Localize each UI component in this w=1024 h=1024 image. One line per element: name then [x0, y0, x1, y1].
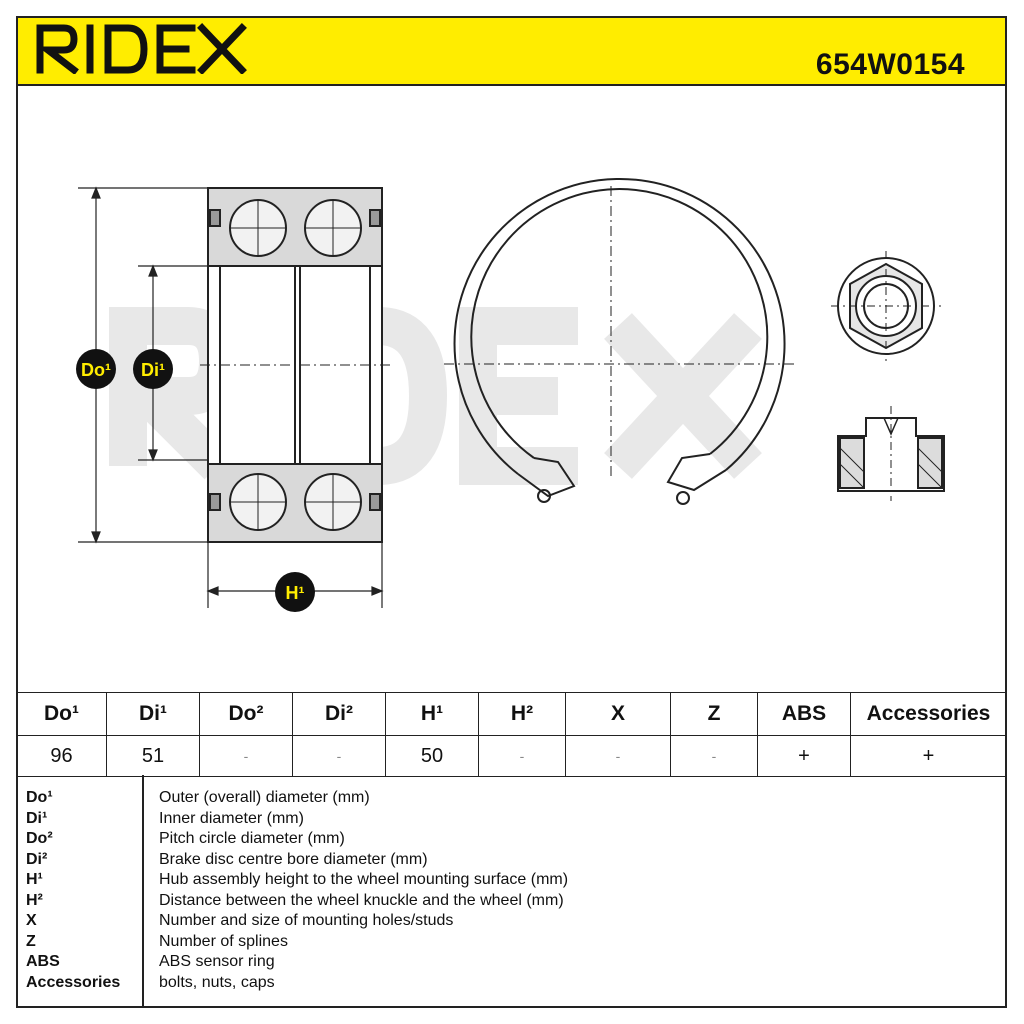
- value-accessories: +: [850, 735, 1007, 777]
- legend-key: Do²: [26, 830, 53, 847]
- legend-key: Di²: [26, 850, 48, 868]
- legend-key: Z: [26, 932, 36, 950]
- col-do1: Do¹: [16, 692, 107, 736]
- legend-desc: Hub assembly height to the wheel mountin…: [159, 871, 569, 888]
- legend-item: ABS ABS sensor ring: [16, 953, 1007, 974]
- legend: Do¹ Outer (overall) diameter (mm) Di¹ In…: [16, 775, 1007, 1008]
- legend-desc: Pitch circle diameter (mm): [159, 830, 345, 847]
- value-h1: 50: [385, 735, 479, 777]
- legend-desc: ABS sensor ring: [159, 953, 275, 970]
- legend-desc: Inner diameter (mm): [159, 809, 304, 827]
- di1-badge: Di¹: [133, 349, 173, 389]
- svg-text:Do¹: Do¹: [81, 360, 111, 380]
- part-number: 654W0154: [815, 48, 965, 81]
- legend-desc: Number and size of mounting holes/studs: [159, 912, 454, 929]
- col-x: X: [565, 692, 671, 736]
- legend-desc: Number of splines: [159, 932, 288, 950]
- legend-item: Z Number of splines: [16, 933, 1007, 954]
- col-abs: ABS: [757, 692, 851, 736]
- legend-divider: [142, 775, 144, 1008]
- legend-desc: Outer (overall) diameter (mm): [159, 789, 370, 806]
- col-z: Z: [670, 692, 758, 736]
- circlip: [444, 177, 796, 505]
- bearing-section: [200, 187, 390, 543]
- value-h2: -: [478, 735, 566, 777]
- spec-value-row: 96 51 - - 50 - - - + +: [16, 735, 1007, 777]
- legend-key: ABS: [26, 953, 60, 970]
- value-do2: -: [199, 735, 293, 777]
- value-x: -: [565, 735, 671, 777]
- legend-item: X Number and size of mounting holes/stud…: [16, 912, 1007, 933]
- value-abs: +: [757, 735, 851, 777]
- legend-desc: bolts, nuts, caps: [159, 973, 275, 991]
- ridex-logo: [36, 23, 247, 74]
- value-di2: -: [292, 735, 386, 777]
- spec-header-row: Do¹ Di¹ Do² Di² H¹ H² X Z ABS Accessorie…: [16, 692, 1007, 736]
- legend-desc: Distance between the wheel knuckle and t…: [159, 891, 564, 909]
- legend-item: Di² Brake disc centre bore diameter (mm): [16, 851, 1007, 872]
- col-do2: Do²: [199, 692, 293, 736]
- value-z: -: [670, 735, 758, 777]
- legend-key: H¹: [26, 871, 43, 888]
- nut-top-view: [831, 251, 941, 361]
- legend-item: H² Distance between the wheel knuckle an…: [16, 892, 1007, 913]
- do1-badge: Do¹: [76, 349, 116, 389]
- legend-item: Di¹ Inner diameter (mm): [16, 810, 1007, 831]
- spec-table: Do¹ Di¹ Do² Di² H¹ H² X Z ABS Accessorie…: [16, 692, 1007, 777]
- h1-badge: H¹: [275, 572, 315, 612]
- value-di1: 51: [106, 735, 200, 777]
- legend-key: X: [26, 912, 37, 929]
- svg-text:H¹: H¹: [286, 583, 305, 603]
- legend-key: H²: [26, 891, 43, 909]
- svg-text:Di¹: Di¹: [141, 360, 165, 380]
- legend-desc: Brake disc centre bore diameter (mm): [159, 850, 428, 868]
- legend-item: Do² Pitch circle diameter (mm): [16, 830, 1007, 851]
- legend-key: Di¹: [26, 809, 48, 827]
- legend-key: Do¹: [26, 789, 53, 806]
- technical-drawing: Do¹ Di¹ H¹: [76, 177, 945, 612]
- col-di1: Di¹: [106, 692, 200, 736]
- legend-key: Accessories: [26, 973, 121, 991]
- col-h2: H²: [478, 692, 566, 736]
- legend-item: Do¹ Outer (overall) diameter (mm): [16, 789, 1007, 810]
- value-do1: 96: [16, 735, 107, 777]
- nut-side-view: [837, 406, 945, 501]
- legend-item: Accessories bolts, nuts, caps: [16, 974, 1007, 995]
- col-accessories: Accessories: [850, 692, 1007, 736]
- col-di2: Di²: [292, 692, 386, 736]
- col-h1: H¹: [385, 692, 479, 736]
- legend-item: H¹ Hub assembly height to the wheel moun…: [16, 871, 1007, 892]
